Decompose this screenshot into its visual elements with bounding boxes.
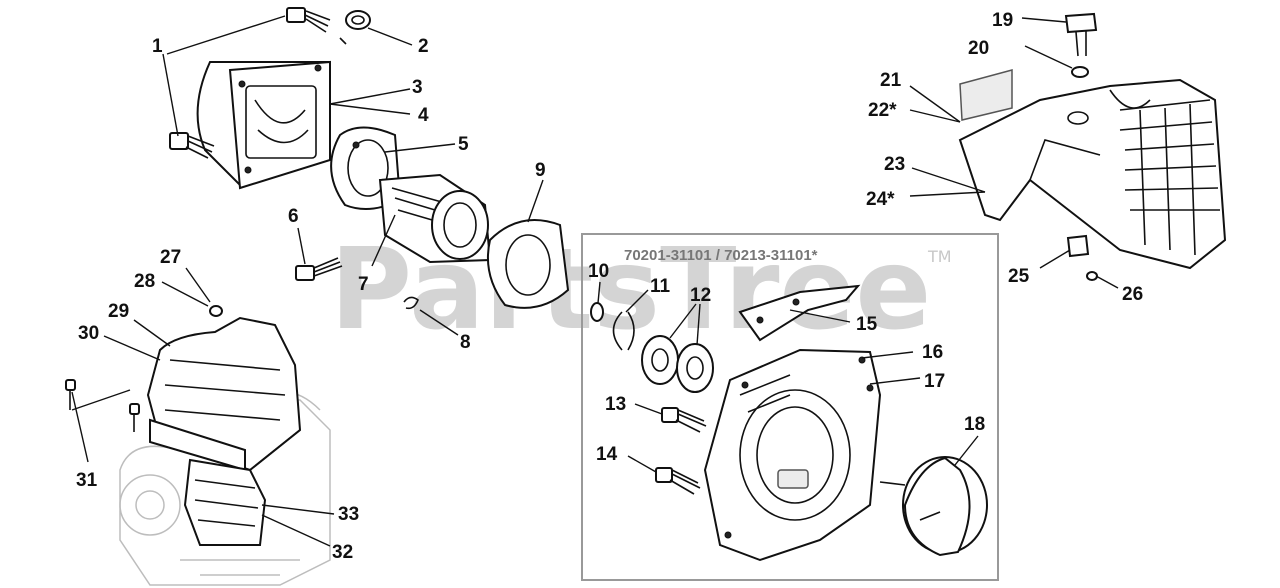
- callout-11: 11: [650, 276, 671, 297]
- callout-13: 13: [605, 394, 626, 415]
- callout-22: 22*: [868, 100, 897, 121]
- callout-24: 24*: [866, 189, 895, 210]
- callout-9: 9: [535, 160, 546, 181]
- crankcase-assembly: [65, 305, 331, 586]
- callout-27: 27: [160, 247, 181, 268]
- kit-box: 70201-31101 / 70213-31101*: [581, 233, 999, 581]
- watermark-trademark: TM: [927, 247, 952, 266]
- callout-2: 2: [418, 36, 429, 57]
- callout-30: 30: [78, 323, 99, 344]
- callout-16: 16: [922, 342, 943, 363]
- callout-18: 18: [964, 414, 985, 435]
- callout-15: 15: [856, 314, 878, 335]
- callout-31: 31: [76, 470, 98, 491]
- callout-7: 7: [358, 274, 369, 295]
- callout-4: 4: [418, 105, 429, 126]
- callout-3: 3: [412, 77, 423, 98]
- top-cover-assembly: [958, 12, 1227, 281]
- callout-28: 28: [134, 271, 155, 292]
- callout-26: 26: [1122, 284, 1143, 305]
- callout-20: 20: [968, 38, 989, 59]
- callout-25: 25: [1008, 266, 1030, 287]
- callout-29: 29: [108, 301, 129, 322]
- callout-6: 6: [288, 206, 299, 227]
- callout-33: 33: [338, 504, 359, 525]
- cylinder-assembly: [169, 7, 570, 310]
- kit-box-label: 70201-31101 / 70213-31101*: [624, 247, 818, 264]
- callout-32: 32: [332, 542, 353, 563]
- leader-lines: [71, 15, 1119, 547]
- callout-10: 10: [588, 261, 609, 282]
- callout-5: 5: [458, 134, 469, 155]
- callout-12: 12: [690, 285, 711, 306]
- callout-21: 21: [880, 70, 902, 91]
- kit-box-border: [581, 233, 999, 581]
- callout-17: 17: [924, 371, 945, 392]
- callout-19: 19: [992, 10, 1013, 31]
- callout-23: 23: [884, 154, 905, 175]
- callout-labels: 1 2 3 4 5 6 7 8 9 10 11 12 13 14 15 16 1…: [76, 10, 1143, 563]
- callout-14: 14: [596, 444, 618, 465]
- callout-1: 1: [152, 36, 163, 57]
- callout-8: 8: [460, 332, 471, 353]
